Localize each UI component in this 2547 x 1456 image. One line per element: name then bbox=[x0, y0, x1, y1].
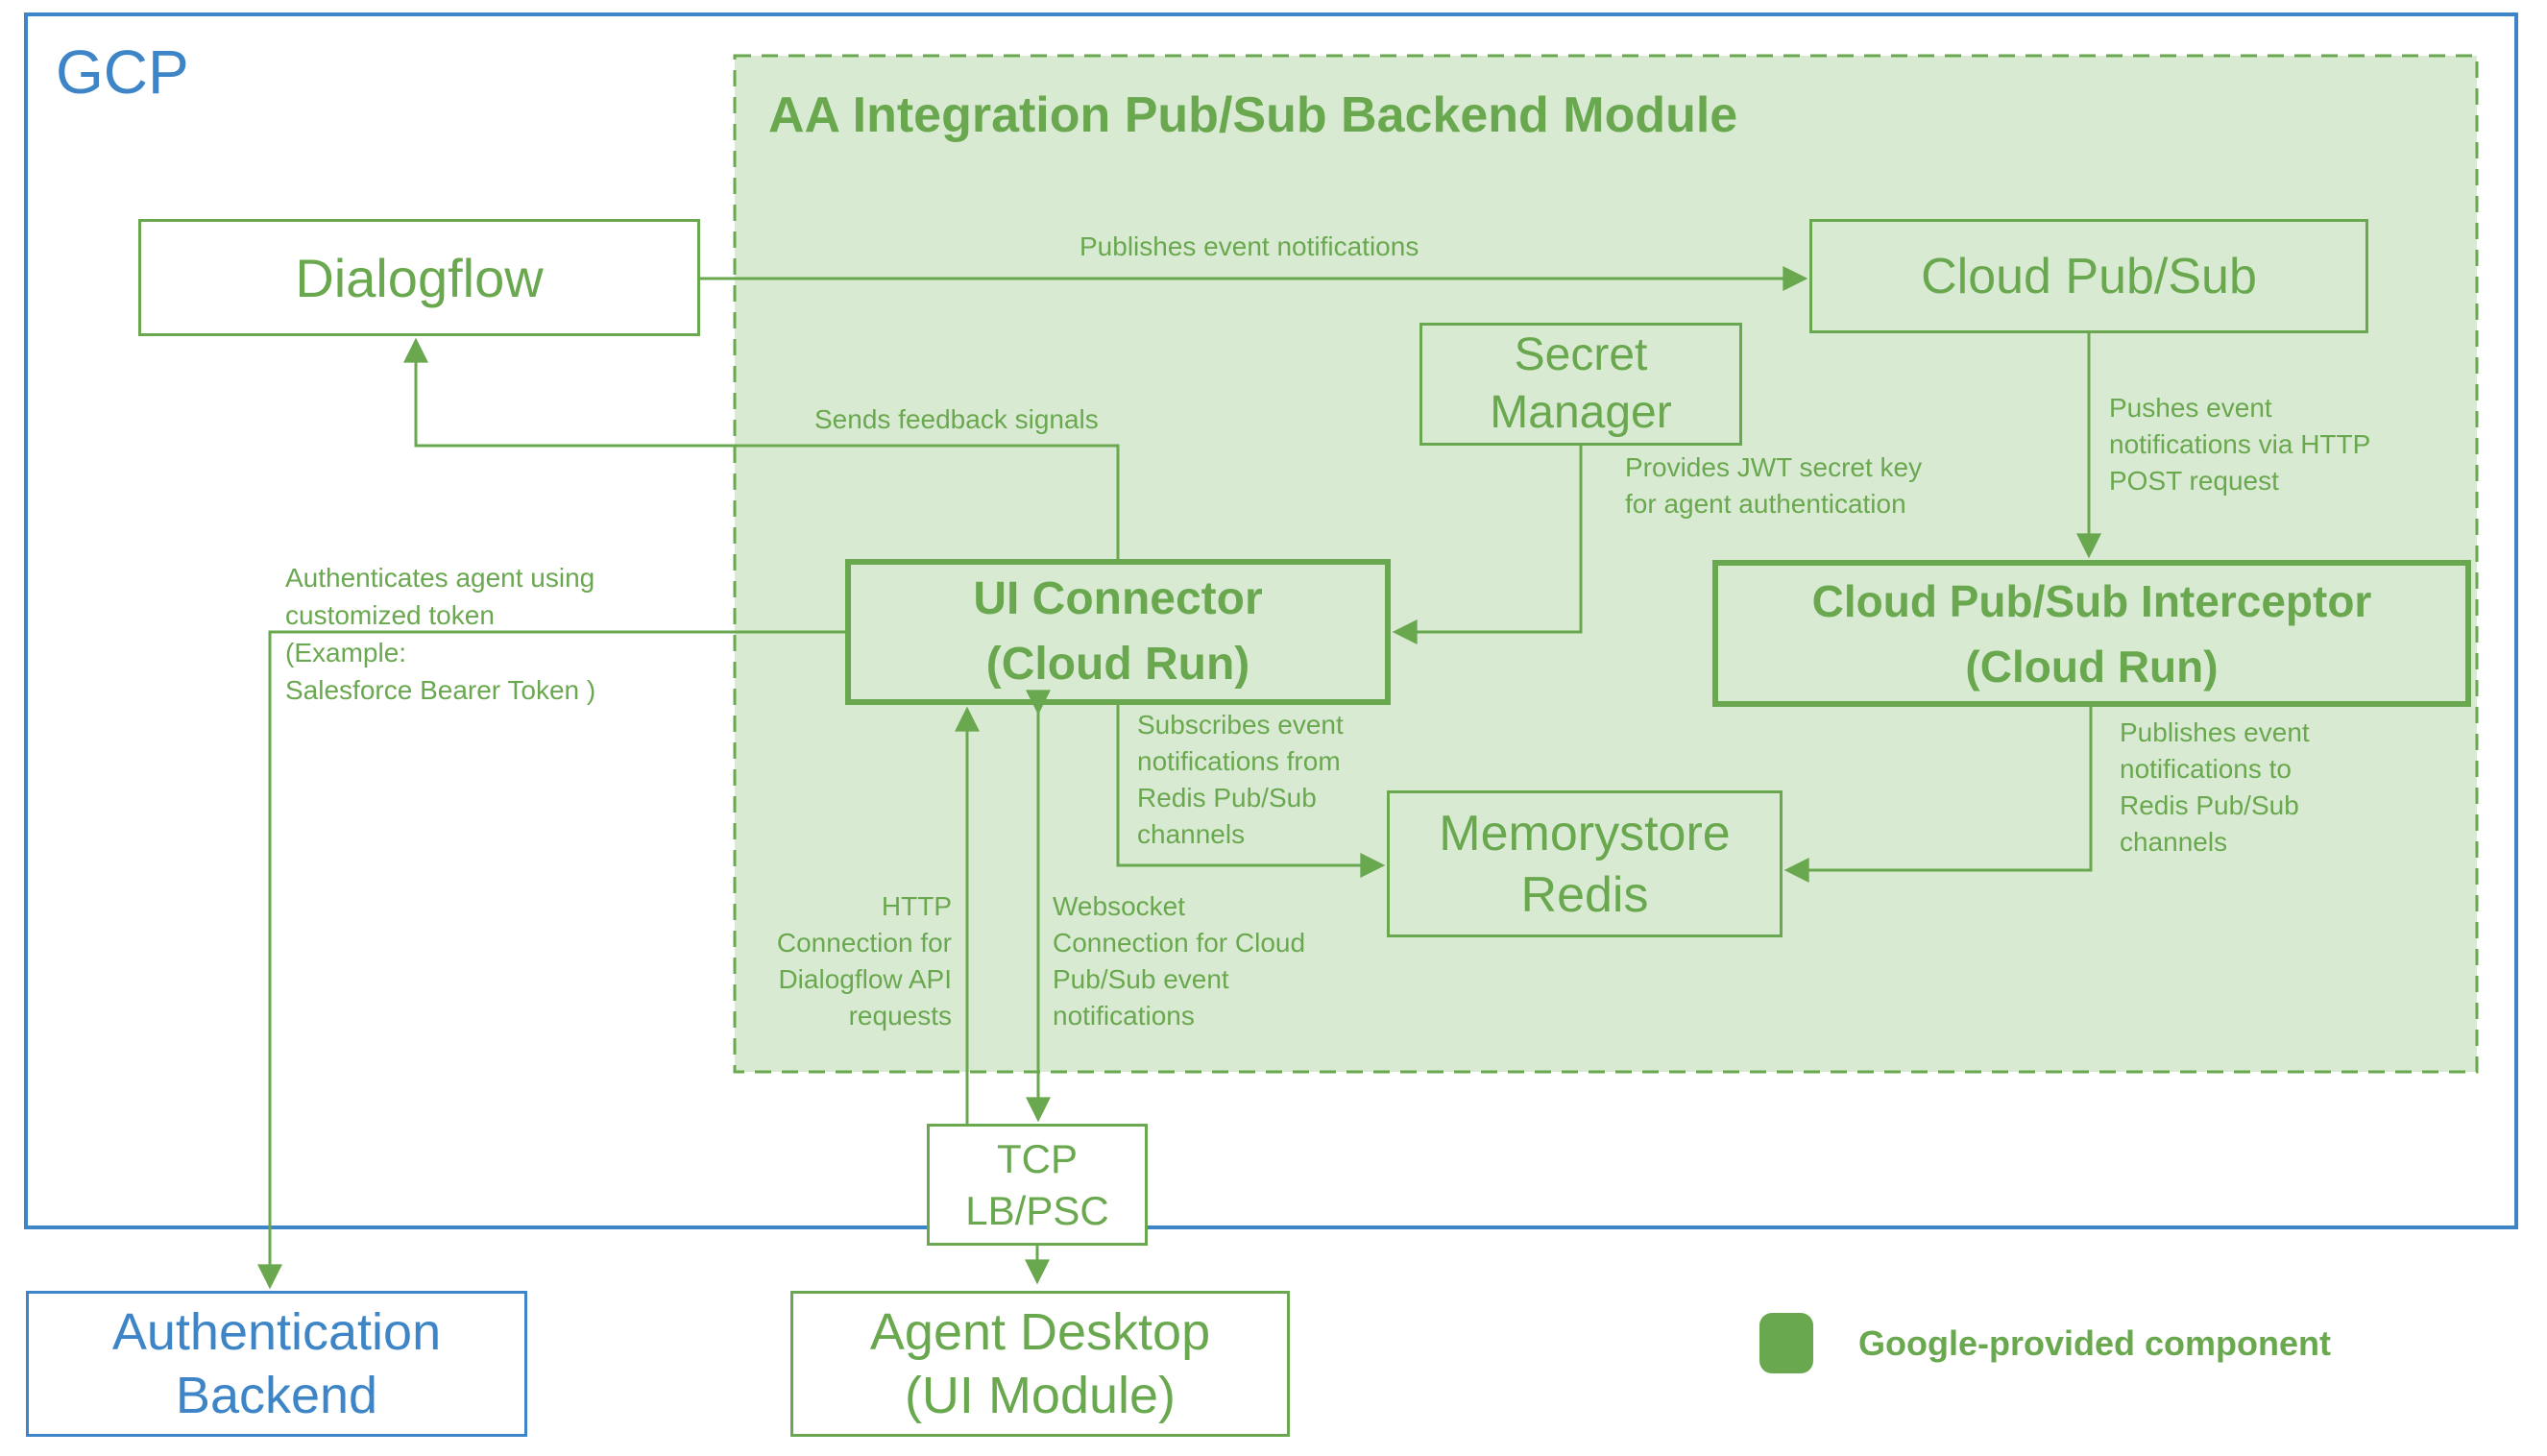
node-cloud-pubsub-label: Cloud Pub/Sub bbox=[1921, 248, 2257, 304]
node-secret-manager-label: Secret Manager bbox=[1490, 329, 1672, 438]
edge-publish-redis-line bbox=[1783, 707, 2093, 883]
gcp-boundary bbox=[24, 12, 2518, 1229]
node-cloud-pubsub-interceptor: Cloud Pub/Sub Interceptor (Cloud Run) bbox=[1712, 560, 2471, 707]
legend-google-provided-label: Google-provided component bbox=[1858, 1323, 2331, 1363]
node-tcp-lb-psc: TCP LB/PSC bbox=[927, 1124, 1148, 1246]
node-cloud-pubsub: Cloud Pub/Sub bbox=[1809, 219, 2368, 333]
node-ui-connector-label: UI Connector (Cloud Run) bbox=[973, 573, 1263, 690]
edge-auth-label: Authenticates agent using customized tok… bbox=[285, 563, 596, 705]
edge-subscribe-label: Subscribes event notifications from Redi… bbox=[1137, 710, 1344, 849]
edge-http-connection-label: HTTP Connection for Dialogflow API reque… bbox=[776, 891, 952, 1031]
edge-subscribe-line bbox=[1116, 705, 1386, 878]
node-memorystore-redis: Memorystore Redis bbox=[1387, 790, 1783, 937]
node-authentication-backend-label: Authentication Backend bbox=[111, 1303, 442, 1424]
edge-feedback-label: Sends feedback signals bbox=[814, 404, 1099, 434]
node-agent-desktop: Agent Desktop (UI Module) bbox=[790, 1291, 1290, 1437]
node-secret-manager: Secret Manager bbox=[1419, 323, 1742, 446]
edge-publish-label: Publishes event notifications bbox=[1079, 231, 1419, 261]
edge-feedback-line bbox=[403, 337, 1120, 559]
node-tcp-lb-psc-label: TCP LB/PSC bbox=[965, 1135, 1109, 1233]
node-ui-connector: UI Connector (Cloud Run) bbox=[845, 559, 1391, 705]
edge-websocket-connection-label: Websocket Connection for Cloud Pub/Sub e… bbox=[1053, 891, 1306, 1031]
legend-google-provided-swatch bbox=[1759, 1313, 1813, 1373]
edge-push-label: Pushes event notifications via HTTP POST… bbox=[2109, 393, 2371, 496]
node-agent-desktop-label: Agent Desktop (UI Module) bbox=[869, 1303, 1211, 1424]
edge-publish-redis-label: Publishes event notifications to Redis P… bbox=[2120, 717, 2310, 857]
node-cloud-pubsub-interceptor-label: Cloud Pub/Sub Interceptor (Cloud Run) bbox=[1811, 575, 2372, 692]
node-dialogflow: Dialogflow bbox=[138, 219, 700, 336]
node-memorystore-redis-label: Memorystore Redis bbox=[1439, 805, 1731, 923]
module-title: AA Integration Pub/Sub Backend Module bbox=[768, 87, 1738, 143]
node-dialogflow-label: Dialogflow bbox=[295, 247, 544, 308]
node-authentication-backend: Authentication Backend bbox=[26, 1291, 527, 1437]
edge-auth-line bbox=[257, 630, 845, 1290]
edge-jwt-line bbox=[1392, 446, 1583, 644]
edge-jwt-label: Provides JWT secret key for agent authen… bbox=[1625, 452, 1923, 519]
gcp-label: GCP bbox=[56, 37, 189, 107]
